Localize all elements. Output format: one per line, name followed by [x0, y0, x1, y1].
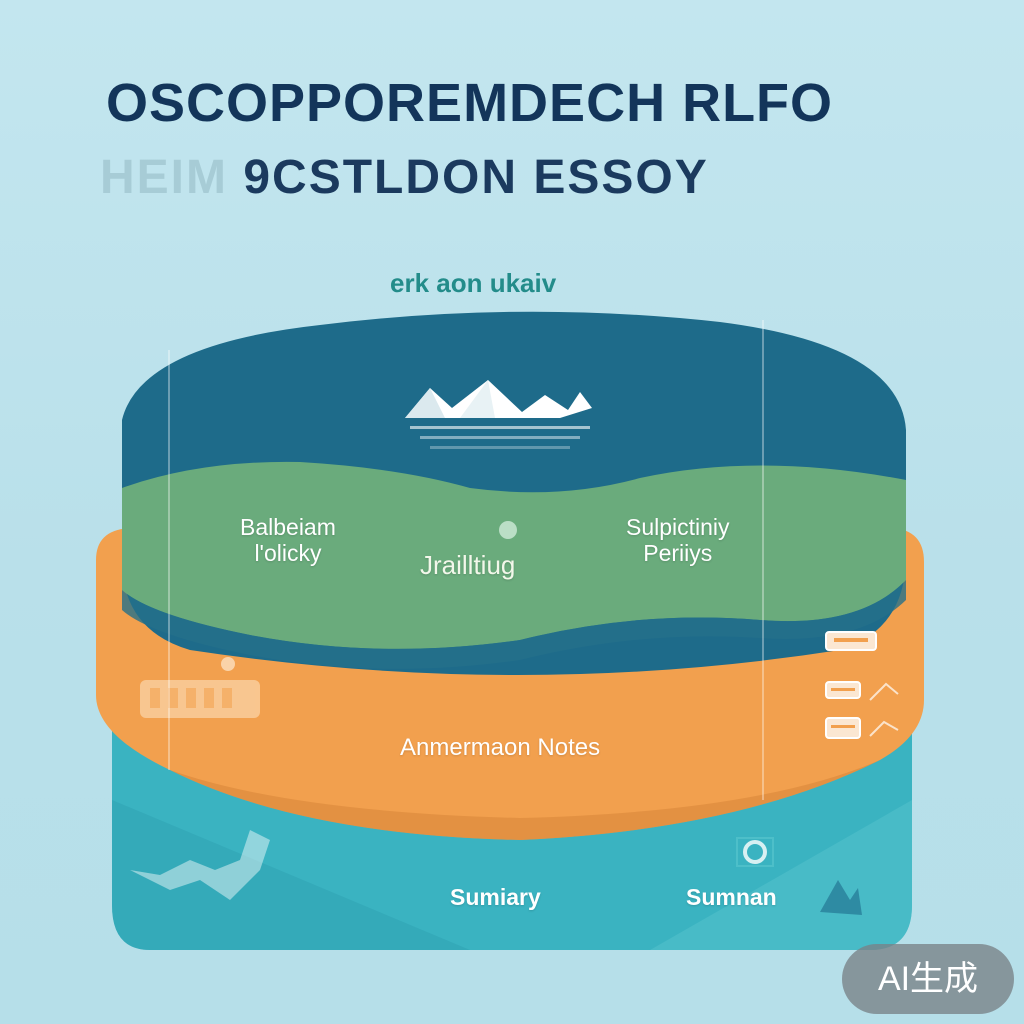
subtitle-main: 9CSTLDON ESSOY [243, 151, 709, 204]
teal-layer-shade [112, 800, 470, 950]
mountain-icon [405, 380, 592, 449]
center-dot-icon [499, 521, 517, 539]
diagram-tagline: erk aon ukaiv [390, 268, 557, 298]
green-left-label-line2: l'olicky [254, 540, 322, 566]
green-left-label: Balbeiam l'olicky [240, 514, 336, 566]
orange-layer-rim [170, 760, 880, 840]
guide-line-right [762, 320, 764, 800]
building-icon [140, 657, 260, 718]
list-icons [825, 631, 899, 739]
green-right-label-line2: Periiys [643, 540, 713, 566]
ai-generated-badge: AI生成 [842, 944, 1014, 1014]
orange-label: Anmermaon Notes [400, 734, 601, 761]
page-subtitle: HEIM 9CSTLDON ESSOY [100, 150, 920, 205]
green-layer-shadow [122, 580, 906, 669]
green-right-label: Sulpictiniy Periiys [626, 514, 730, 566]
green-layer [122, 461, 906, 649]
small-peak-icon [820, 880, 862, 915]
teal-left-label: Sumiary [450, 884, 541, 910]
page-title: OSCOPPOREMDECH RLFO [106, 73, 834, 133]
green-right-label-line1: Sulpictiniy [626, 514, 730, 540]
mountain-outline-icon [130, 830, 270, 900]
guide-line-left [168, 350, 170, 770]
teal-right-label: Sumnan [686, 884, 777, 910]
ring-icon [736, 837, 774, 867]
green-center-label: Jrailltiug [420, 550, 516, 580]
green-left-label-line1: Balbeiam [240, 514, 336, 540]
subtitle-faded-prefix: HEIM [100, 151, 244, 204]
